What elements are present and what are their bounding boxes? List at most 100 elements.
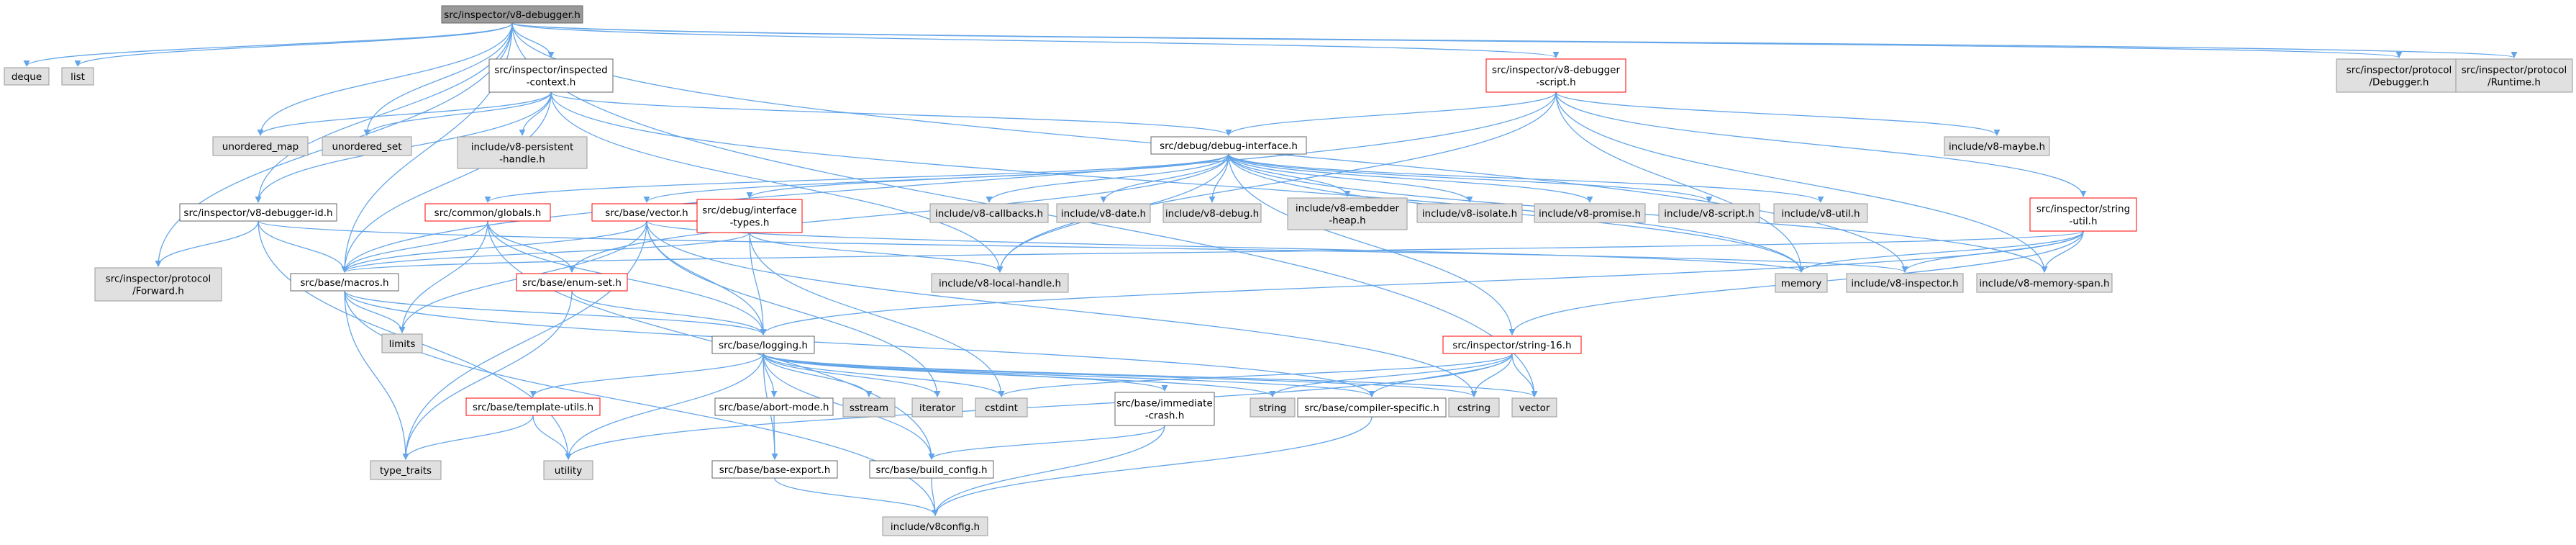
node-utility: utility — [543, 460, 593, 480]
node-immediate-crash[interactable]: src/base/immediate-crash.h — [1114, 392, 1215, 426]
edge-debug-iface-types-to-cstdint — [749, 232, 1005, 397]
node-label: src/base/vector.h — [605, 207, 688, 219]
node-base-logging[interactable]: src/base/logging.h — [711, 335, 815, 354]
node-box — [929, 203, 1049, 223]
node-box — [441, 5, 583, 24]
node-type-traits: type_traits — [370, 460, 442, 480]
node-list: list — [61, 67, 94, 86]
node-label: cstring — [1457, 402, 1490, 414]
node-box — [1846, 273, 1964, 293]
node-label: string — [1259, 402, 1287, 414]
edge-string16-to-cstdint — [998, 353, 1513, 397]
edge-string-util-to-memory-span — [2041, 230, 2084, 273]
edge-build-config-to-v8config — [931, 477, 939, 516]
node-inspected-ctx[interactable]: src/inspector/inspected-context.h — [488, 58, 614, 93]
node-box — [1297, 397, 1447, 418]
edge-base-logging-to-template-utils — [529, 353, 764, 397]
node-common-globals[interactable]: src/common/globals.h — [424, 203, 551, 222]
node-box — [1944, 136, 2050, 156]
node-compiler-specific[interactable]: src/base/compiler-specific.h — [1297, 397, 1447, 418]
edge-debug-interface-to-v8-date — [1100, 153, 1229, 203]
node-box — [882, 516, 988, 536]
node-label: src/inspector/string — [2036, 204, 2130, 215]
node-label: include/v8-inspector.h — [1851, 278, 1958, 289]
node-label: sstream — [850, 402, 888, 414]
node-iterator: iterator — [911, 397, 963, 418]
node-label: type_traits — [380, 465, 432, 477]
node-label: -handle.h — [499, 154, 545, 166]
node-box — [1485, 58, 1626, 93]
edge-debug-iface-types-to-local-handle — [749, 232, 1003, 273]
node-v8-debug: include/v8-debug.h — [1162, 203, 1262, 223]
node-label: src/inspector/string-16.h — [1452, 340, 1571, 351]
node-label: src/base/macros.h — [300, 277, 388, 289]
edge-enum-set-to-base-logging — [571, 290, 767, 335]
node-box — [711, 335, 815, 354]
node-box — [465, 397, 601, 416]
node-label: iterator — [919, 402, 956, 414]
node-abort-mode[interactable]: src/base/abort-mode.h — [714, 397, 834, 416]
edge-debug-iface-types-to-base-macros — [341, 232, 750, 273]
node-template-utils[interactable]: src/base/template-utils.h — [465, 397, 601, 416]
edge-base-logging-to-cstdint — [763, 353, 1005, 397]
node-sstream: sstream — [842, 397, 896, 418]
node-v8dbg-script[interactable]: src/inspector/v8-debugger-script.h — [1485, 58, 1626, 93]
node-base-vector[interactable]: src/base/vector.h — [591, 203, 702, 222]
node-label: src/common/globals.h — [434, 207, 542, 219]
node-string-util[interactable]: src/inspector/string-util.h — [2029, 197, 2137, 232]
edge-string-util-to-v8-inspector — [1901, 230, 2084, 273]
node-box — [370, 460, 442, 480]
node-proto-forward: src/inspector/protocol/Forward.h — [94, 267, 222, 302]
edge-inspected-ctx-to-local-handle — [550, 91, 1003, 273]
node-box — [696, 199, 803, 233]
node-box — [711, 460, 838, 479]
node-string: string — [1250, 397, 1296, 418]
node-box — [1416, 203, 1523, 223]
node-label: include/v8-embedder — [1296, 203, 1400, 215]
node-local-handle: include/v8-local-handle.h — [931, 273, 1069, 293]
node-label: limits — [389, 338, 416, 350]
node-v8-promise: include/v8-promise.h — [1534, 203, 1646, 223]
node-debug-iface-types[interactable]: src/debug/interface-types.h — [696, 199, 803, 233]
edge-string16-to-cstring — [1470, 353, 1513, 397]
edge-common-globals-to-limits — [399, 220, 488, 333]
node-enum-set[interactable]: src/base/enum-set.h — [516, 273, 628, 292]
edge-base-vector-to-iterator — [646, 220, 941, 397]
edge-base-logging-to-utility — [565, 353, 764, 460]
node-label: src/inspector/v8-debugger-id.h — [183, 207, 332, 219]
node-label: include/v8-debug.h — [1165, 208, 1259, 220]
node-box — [543, 460, 593, 480]
node-label: -crash.h — [1145, 410, 1185, 422]
edge-root-to-list — [74, 22, 513, 67]
node-label: src/debug/debug-interface.h — [1160, 140, 1298, 152]
node-string16[interactable]: src/inspector/string-16.h — [1442, 335, 1582, 354]
node-base-macros[interactable]: src/base/macros.h — [290, 273, 399, 292]
node-base-export[interactable]: src/base/base-export.h — [711, 460, 838, 479]
node-box — [2336, 58, 2462, 93]
edge-inspected-ctx-to-debug-interface — [550, 91, 1232, 136]
node-debug-interface[interactable]: src/debug/debug-interface.h — [1150, 136, 1307, 155]
node-box — [1114, 392, 1215, 426]
node-box — [457, 136, 588, 169]
node-label: include/v8-maybe.h — [1949, 141, 2045, 153]
node-build-config[interactable]: src/base/build_config.h — [869, 460, 994, 479]
node-v8dbg-id[interactable]: src/inspector/v8-debugger-id.h — [179, 203, 337, 222]
edge-immediate-crash-to-build-config — [928, 425, 1165, 460]
edge-string16-to-string — [1269, 353, 1513, 397]
edge-debug-interface-to-v8-embedder-heap — [1228, 153, 1351, 197]
node-box — [1287, 197, 1408, 230]
node-box — [488, 58, 614, 93]
node-root[interactable]: src/inspector/v8-debugger.h — [441, 5, 583, 24]
node-label: src/inspector/protocol — [106, 274, 211, 285]
edge-root-to-v8dbg-id — [255, 22, 513, 203]
node-box — [591, 203, 702, 222]
node-label: vector — [1519, 402, 1550, 414]
node-label: include/v8config.h — [891, 521, 980, 533]
node-v8-isolate: include/v8-isolate.h — [1416, 203, 1523, 223]
edge-base-logging-to-vector — [763, 353, 1538, 397]
node-box — [1448, 397, 1500, 418]
node-label: src/base/logging.h — [719, 340, 808, 351]
edge-common-globals-to-enum-set — [487, 220, 575, 273]
edge-v8dbg-script-to-v8-maybe — [1555, 91, 2001, 136]
node-label: /Debugger.h — [2370, 77, 2429, 89]
